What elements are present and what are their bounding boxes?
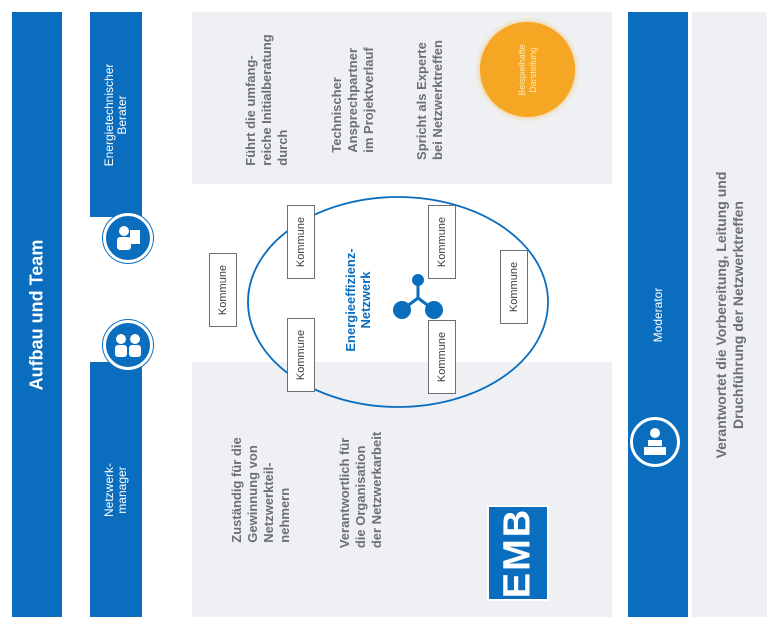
berater-text-3: Spricht als Experte bei Netzwerktreffen [414,40,445,160]
badge-circle: Beispielhafte Darstellung [480,22,575,117]
berater-label: Energietechnischer Berater [102,63,129,166]
kommune-box: Kommune [500,250,528,324]
emb-logo: EMB [487,505,549,601]
kommune-box: Kommune [428,320,456,394]
title-band: Aufbau und Team [12,12,62,617]
berater-icon [103,213,153,263]
kommune-box: Kommune [209,253,237,327]
moderator-label: Moderator [651,287,665,342]
netzwerkmanager-band: Netzwerk- manager [90,362,142,617]
network-icon [393,274,443,319]
berater-band: Energietechnischer Berater [90,12,142,217]
moderator-text: Verantwortet die Vorbereitung, Leitung u… [713,171,746,459]
kommune-box: Kommune [287,318,315,392]
kommune-box: Kommune [428,205,456,279]
network-ellipse [247,196,549,408]
kommune-box: Kommune [287,205,315,279]
page-title: Aufbau und Team [26,239,47,390]
berater-text-1: Führt die umfang- reiche Initialberatung… [243,34,290,166]
moderator-icon [630,417,680,467]
network-label: Energieeffizienz- Netzwerk [343,248,373,352]
moderator-panel [692,12,767,617]
moderator-band: Moderator [628,12,688,617]
netzwerkmanager-icon [103,320,153,370]
berater-text-2: Technischer Ansprechpartner im Projektve… [329,47,376,153]
netzwerkmanager-label: Netzwerk- manager [102,462,129,517]
